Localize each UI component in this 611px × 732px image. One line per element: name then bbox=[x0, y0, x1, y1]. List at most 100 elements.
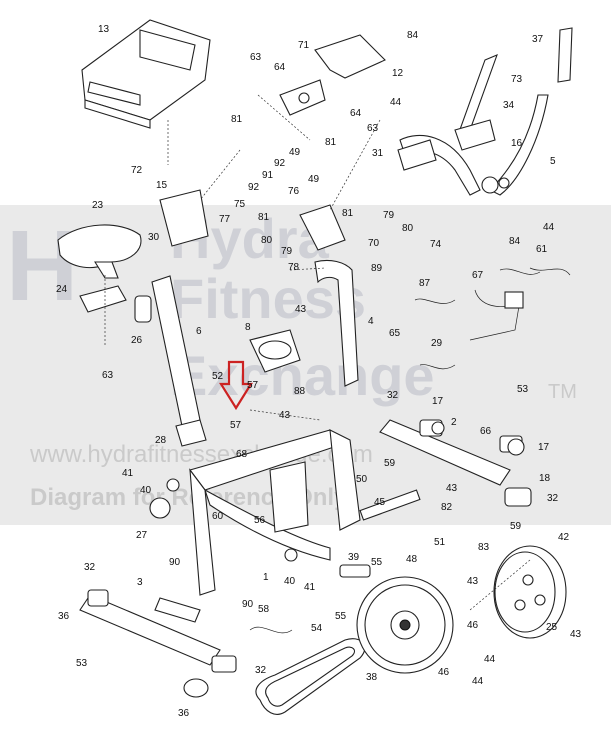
console bbox=[81, 19, 211, 129]
assembly-lines bbox=[104, 94, 531, 611]
drive-belt bbox=[255, 638, 366, 715]
part-label-3: 3 bbox=[137, 577, 143, 588]
part-label-44b: 44 bbox=[543, 222, 555, 233]
part-label-38: 38 bbox=[366, 672, 378, 683]
part-label-28: 28 bbox=[155, 435, 167, 446]
seat-knob bbox=[134, 295, 152, 323]
part-label-36a: 36 bbox=[58, 611, 70, 622]
part-label-91: 91 bbox=[262, 170, 274, 181]
part-label-41b: 41 bbox=[304, 582, 316, 593]
part-label-66: 66 bbox=[480, 426, 492, 437]
part-label-73: 73 bbox=[511, 74, 523, 85]
part-label-40a: 40 bbox=[140, 485, 152, 496]
part-label-2: 2 bbox=[451, 417, 457, 428]
part-label-17b: 17 bbox=[538, 442, 550, 453]
part-label-32d: 32 bbox=[255, 665, 267, 676]
part-label-36b: 36 bbox=[178, 708, 190, 719]
part-label-81d: 81 bbox=[258, 212, 270, 223]
part-label-87: 87 bbox=[419, 278, 431, 289]
part-label-53a: 53 bbox=[517, 384, 529, 395]
cables bbox=[249, 267, 571, 634]
part-label-41a: 41 bbox=[122, 468, 134, 479]
part-label-72a: 72 bbox=[131, 165, 143, 176]
part-label-46b: 46 bbox=[438, 667, 450, 678]
part-labels: 1371841263643773345164431816463814972929… bbox=[56, 24, 582, 719]
part-label-39: 39 bbox=[348, 552, 360, 563]
part-label-57b: 57 bbox=[230, 420, 242, 431]
part-label-63c: 63 bbox=[102, 370, 114, 381]
part-label-80a: 80 bbox=[261, 235, 273, 246]
handlebar-assembly bbox=[397, 27, 573, 196]
part-label-56: 56 bbox=[254, 515, 266, 526]
part-label-15: 15 bbox=[156, 180, 168, 191]
front-stabilizer bbox=[79, 589, 237, 698]
parts bbox=[57, 19, 573, 715]
watermark-logo-h: H bbox=[6, 210, 78, 322]
part-label-52: 52 bbox=[212, 371, 224, 382]
part-label-60: 60 bbox=[212, 511, 224, 522]
part-label-44d: 44 bbox=[472, 676, 484, 687]
seat bbox=[57, 224, 142, 279]
part-label-81c: 81 bbox=[342, 208, 354, 219]
part-label-48: 48 bbox=[406, 554, 418, 565]
part-label-42: 42 bbox=[558, 532, 570, 543]
part-label-32c: 32 bbox=[84, 562, 96, 573]
part-label-61: 61 bbox=[536, 244, 548, 255]
part-label-89: 89 bbox=[371, 263, 383, 274]
seat-bracket bbox=[79, 285, 127, 313]
part-label-43a: 43 bbox=[295, 304, 307, 315]
part-label-25: 25 bbox=[546, 622, 558, 633]
crank-parts bbox=[149, 421, 525, 578]
part-label-75: 75 bbox=[234, 199, 246, 210]
part-label-59a: 59 bbox=[384, 458, 396, 469]
part-label-43d: 43 bbox=[467, 576, 479, 587]
part-label-5: 5 bbox=[550, 156, 556, 167]
part-label-37: 37 bbox=[532, 34, 544, 45]
part-label-63a: 63 bbox=[250, 52, 262, 63]
part-label-51: 51 bbox=[434, 537, 446, 548]
part-label-83: 83 bbox=[478, 542, 490, 553]
part-label-57a: 57 bbox=[247, 380, 259, 391]
pulley-wheel bbox=[356, 576, 454, 674]
part-label-32b: 32 bbox=[547, 493, 559, 504]
part-label-1: 1 bbox=[263, 572, 269, 583]
part-label-31: 31 bbox=[372, 148, 384, 159]
part-label-64b: 64 bbox=[350, 108, 362, 119]
part-label-43b: 43 bbox=[279, 410, 291, 421]
part-label-16: 16 bbox=[511, 138, 523, 149]
watermark-line-3: Exchange bbox=[170, 344, 435, 407]
part-label-81b: 81 bbox=[325, 137, 337, 148]
part-label-4: 4 bbox=[368, 316, 374, 327]
part-label-12: 12 bbox=[392, 68, 404, 79]
part-label-30: 30 bbox=[148, 232, 160, 243]
part-label-90b: 90 bbox=[242, 599, 254, 610]
part-label-76: 76 bbox=[288, 186, 300, 197]
part-label-44a: 44 bbox=[390, 97, 402, 108]
part-label-77: 77 bbox=[219, 214, 231, 225]
part-label-58: 58 bbox=[258, 604, 270, 615]
flywheel bbox=[493, 545, 567, 639]
part-label-81a: 81 bbox=[231, 114, 243, 125]
part-label-6: 6 bbox=[196, 326, 202, 337]
part-label-26: 26 bbox=[131, 335, 143, 346]
console-mount bbox=[279, 34, 386, 116]
part-label-50: 50 bbox=[356, 474, 368, 485]
part-label-88: 88 bbox=[294, 386, 306, 397]
part-label-18: 18 bbox=[539, 473, 551, 484]
part-label-70: 70 bbox=[368, 238, 380, 249]
part-label-71: 71 bbox=[298, 40, 310, 51]
part-label-46a: 46 bbox=[467, 620, 479, 631]
part-label-43e: 43 bbox=[570, 629, 582, 640]
part-label-78: 78 bbox=[288, 262, 300, 273]
main-frame bbox=[189, 429, 361, 596]
part-label-13: 13 bbox=[98, 24, 110, 35]
part-label-55b: 55 bbox=[335, 611, 347, 622]
part-label-29: 29 bbox=[431, 338, 443, 349]
part-label-8: 8 bbox=[245, 322, 251, 333]
part-label-23: 23 bbox=[92, 200, 104, 211]
part-label-59b: 59 bbox=[510, 521, 522, 532]
seat-post bbox=[151, 275, 207, 447]
part-label-79a: 79 bbox=[281, 246, 293, 257]
part-label-27: 27 bbox=[136, 530, 148, 541]
